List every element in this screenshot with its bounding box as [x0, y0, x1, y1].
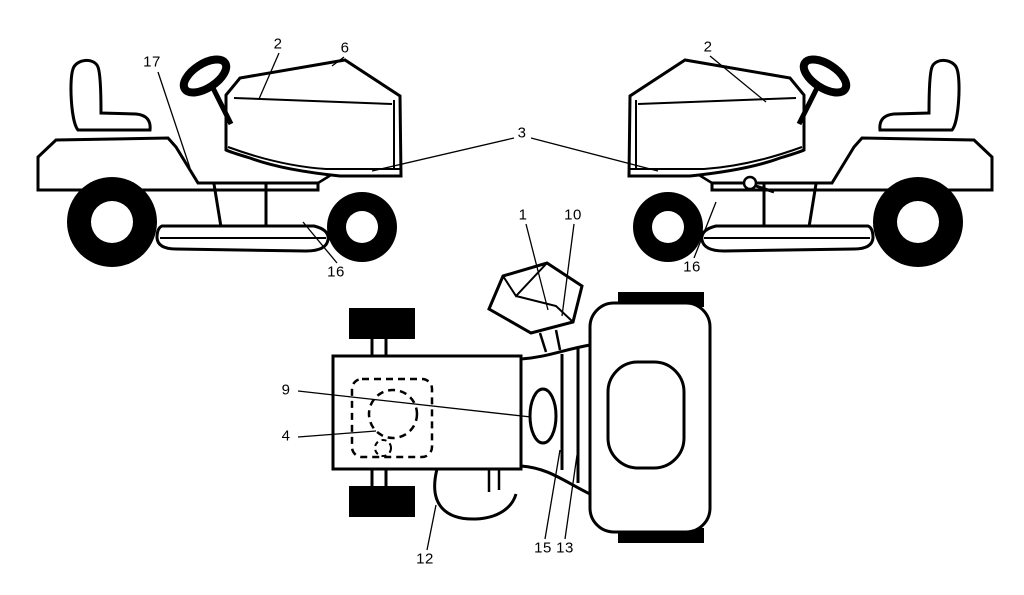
- steering-shaft-line: [554, 329, 562, 351]
- callout-6: 6: [340, 39, 350, 57]
- tractor-top-view: [331, 261, 712, 543]
- callout-2-left: 2: [273, 35, 283, 53]
- engine-dashed-detail: [374, 439, 392, 457]
- mid-body-top-edge: [520, 343, 591, 361]
- top-seat: [606, 360, 686, 470]
- leader-2-left: [258, 52, 280, 100]
- leader-17: [157, 71, 191, 169]
- leader-9: [297, 390, 532, 418]
- tractor-left-side-view: [38, 53, 401, 267]
- callout-12: 12: [416, 550, 434, 568]
- lift-lever-handle: [755, 184, 775, 194]
- callout-10: 10: [564, 206, 582, 224]
- callout-13: 13: [556, 539, 574, 557]
- top-front-wheel-lower: [349, 486, 415, 517]
- hose-cable: [433, 468, 518, 521]
- callout-16-right: 16: [683, 258, 701, 276]
- lift-lever-knob: [742, 175, 758, 191]
- callout-9: 9: [281, 381, 291, 399]
- leader-2-right: [709, 55, 767, 103]
- leader-10: [561, 223, 575, 317]
- leader-3-left: [371, 137, 515, 172]
- tractor-right-side-view: [629, 53, 992, 267]
- callout-1: 1: [518, 206, 528, 224]
- leader-1: [525, 223, 549, 311]
- steering-spoke-line: [515, 295, 574, 323]
- callout-16-left: 16: [327, 263, 345, 281]
- engine-dashed-circle: [367, 388, 419, 440]
- leader-12: [426, 504, 437, 551]
- leader-16-left: [302, 221, 338, 264]
- leader-lines: [157, 52, 767, 551]
- callout-4: 4: [281, 427, 291, 445]
- steering-shaft-line: [538, 332, 548, 353]
- intake-oval: [528, 387, 558, 445]
- leader-6: [331, 56, 345, 67]
- callout-3: 3: [517, 124, 527, 142]
- leader-3-right: [530, 137, 659, 172]
- leader-15: [544, 449, 561, 540]
- top-front-wheel-upper: [349, 308, 415, 339]
- callout-17: 17: [143, 53, 161, 71]
- callout-15: 15: [534, 539, 552, 557]
- engine-dashed-outline: [350, 377, 434, 459]
- leader-13: [564, 454, 578, 540]
- callout-2-right: 2: [703, 38, 713, 56]
- leader-16-right: [693, 201, 717, 259]
- leader-4: [297, 430, 377, 438]
